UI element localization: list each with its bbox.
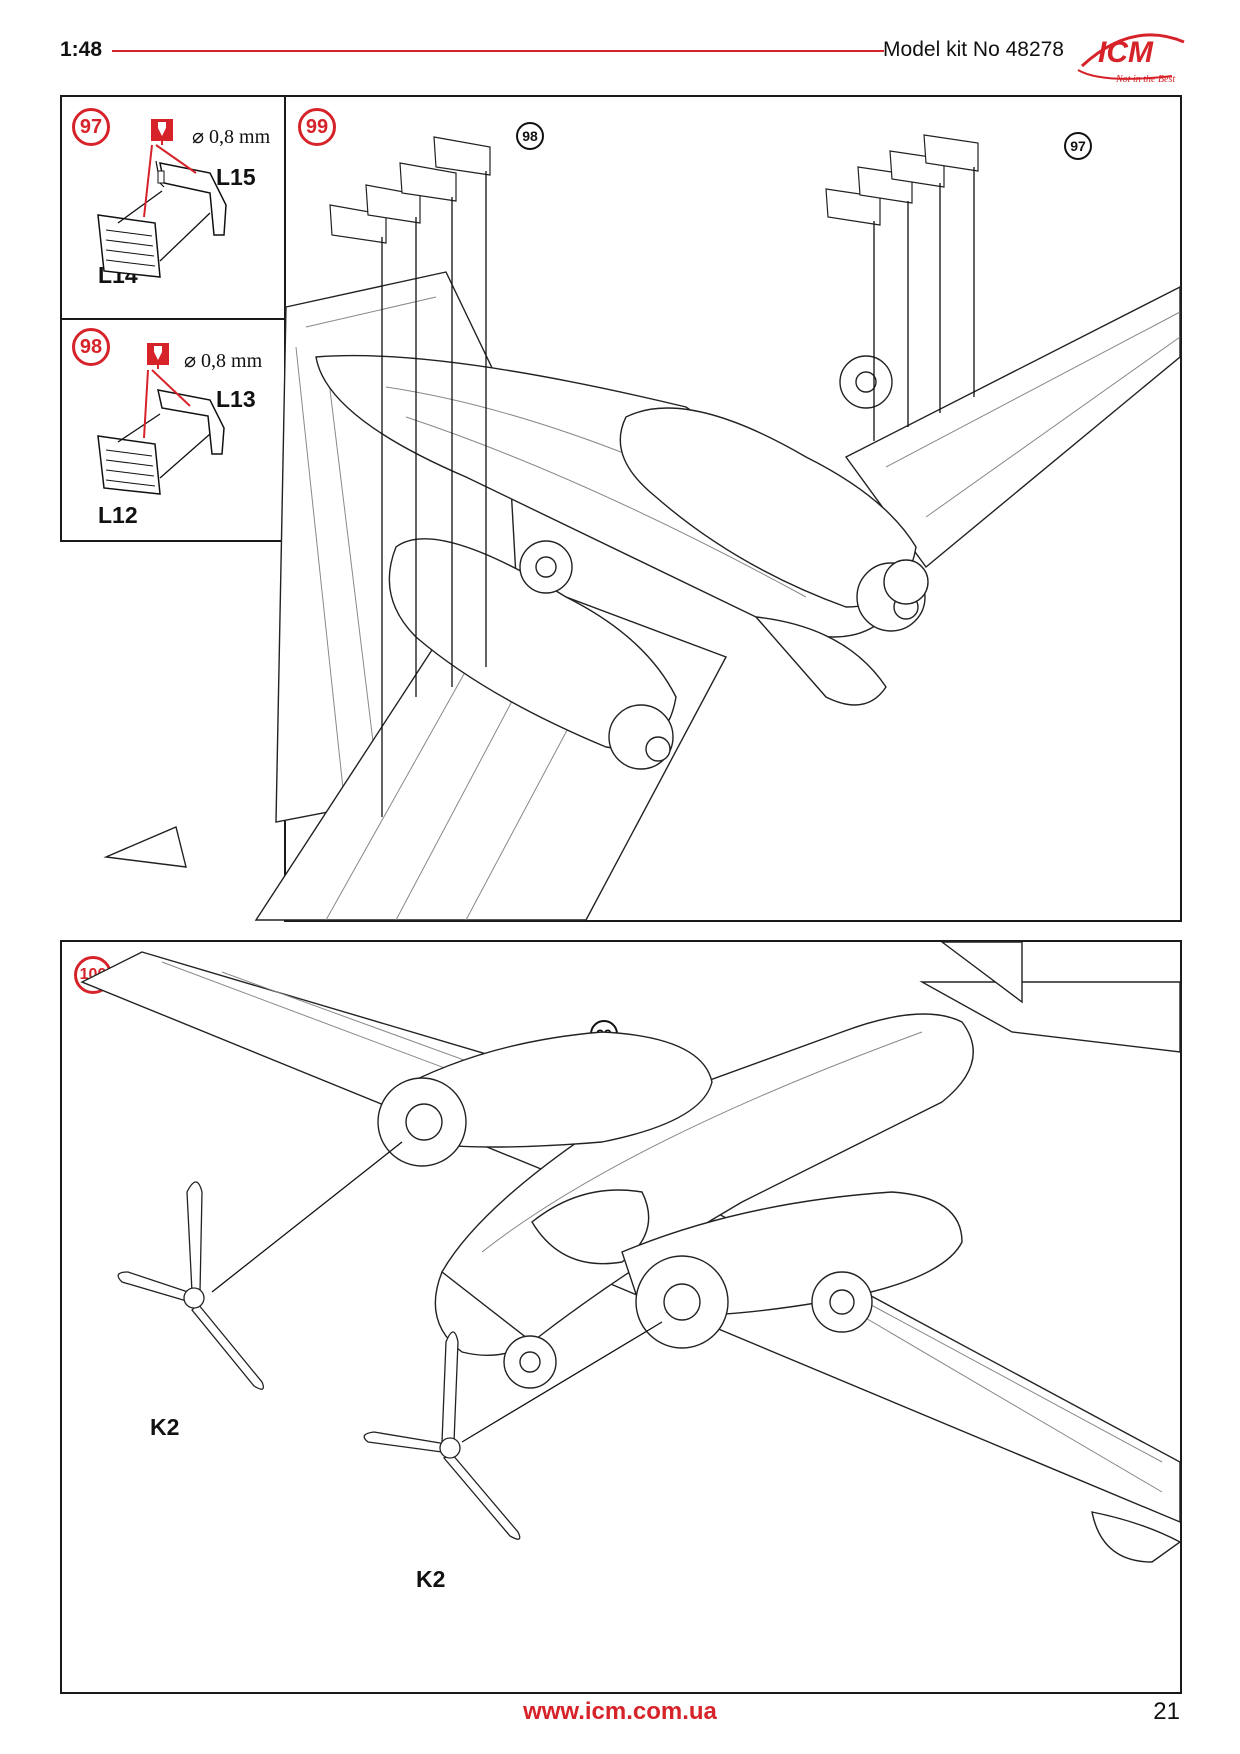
ref-step-98: 98	[516, 122, 544, 150]
step-100-panel	[60, 940, 1182, 1694]
drill-icon	[150, 118, 174, 146]
drill-icon	[146, 342, 170, 370]
kit-number: Model kit No 48278	[883, 38, 1064, 61]
aircraft-top-diagram	[80, 941, 1182, 1563]
ref-step-97: 97	[1064, 132, 1092, 160]
scale-label: 1:48	[60, 38, 103, 61]
drill-size: ⌀ 0,8 mm	[184, 350, 263, 372]
step-97-diagram	[97, 144, 227, 278]
step-number-99: 99	[298, 108, 336, 146]
step-number-98: 98	[72, 328, 110, 366]
step-98-diagram	[97, 369, 225, 495]
footer-url[interactable]: www.icm.com.ua	[523, 1698, 717, 1725]
part-label-l13: L13	[216, 386, 256, 412]
part-label-k2-lower: K2	[416, 1566, 446, 1592]
header-divider	[112, 50, 884, 52]
logo-icon: ICM Not in the Best	[1072, 26, 1190, 88]
part-label-l12: L12	[98, 502, 138, 528]
logo-text: ICM	[1098, 36, 1154, 69]
step-number-97: 97	[72, 108, 110, 146]
logo-tagline: Not in the Best	[1115, 74, 1175, 85]
aircraft-underside-diagram	[103, 134, 1181, 921]
part-label-k2-upper: K2	[150, 1414, 180, 1440]
part-label-l15: L15	[216, 164, 256, 190]
drill-size: ⌀ 0,8 mm	[192, 126, 271, 148]
page-number: 21	[1153, 1698, 1180, 1725]
